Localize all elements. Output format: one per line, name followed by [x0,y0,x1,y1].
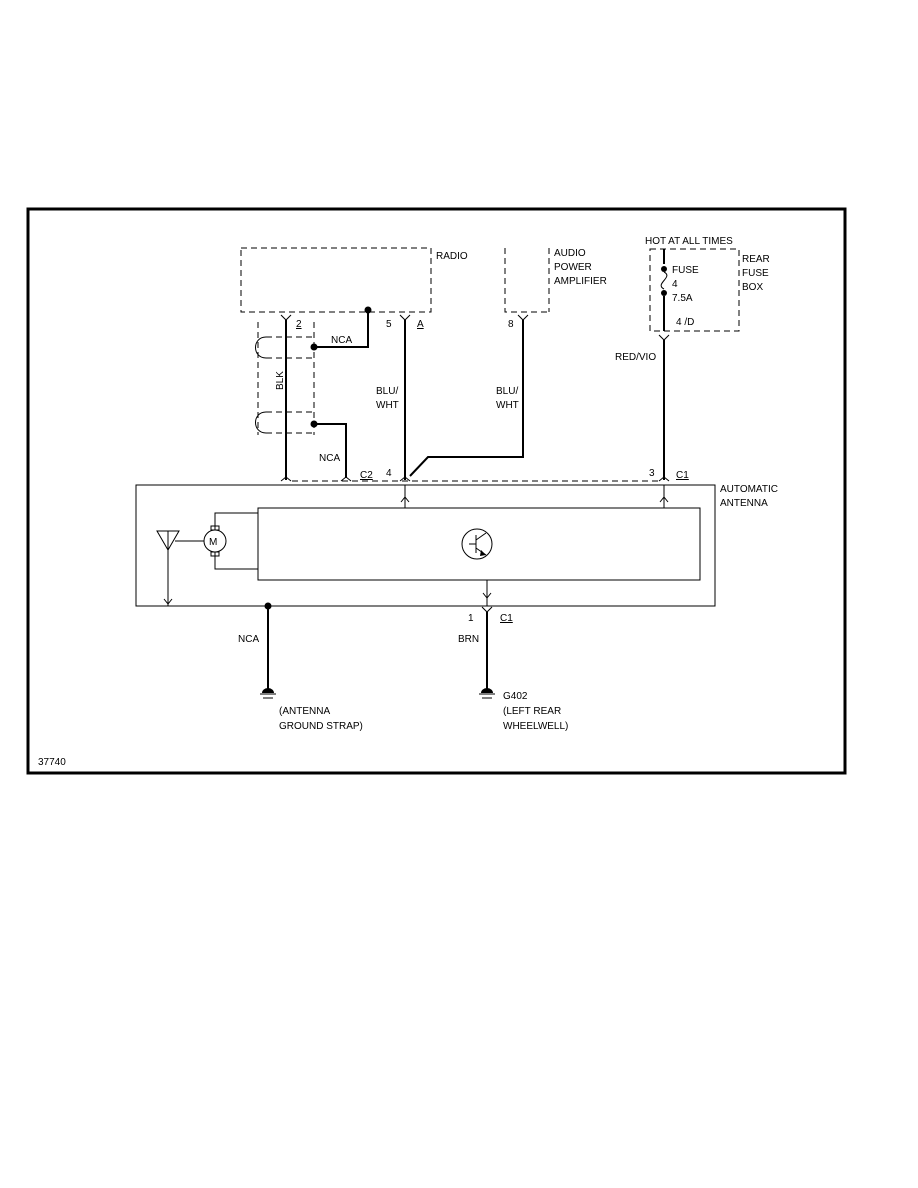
radio-pin-5: 5 [386,319,392,330]
wire-label-red-vio: RED/VIO [615,352,656,363]
hot-at-all-times-label: HOT AT ALL TIMES [645,236,733,247]
antenna-pin-1: 1 [468,613,474,624]
amplifier-component: AUDIO POWER AMPLIFIER [504,248,607,313]
ground-antenna-strap-label-1: (ANTENNA [279,706,330,717]
ground-g402-label: G402 [503,691,528,702]
wire-label-blu-wht-radio-2: WHT [376,400,399,411]
amplifier-label-line-1: AUDIO [554,248,586,259]
radio-connectors: 2 5 A [280,314,424,330]
radio-label: RADIO [436,251,468,262]
shielded-cable: BLK [255,322,315,435]
fuse-box-connector [658,334,670,341]
transistor-icon [461,528,493,560]
wire-label-nca-upper: NCA [331,335,352,346]
fuse-label: FUSE [672,265,699,276]
shield-drain-lower [314,423,347,478]
radio-connector-a: A [417,319,424,330]
automatic-antenna-module: AUTOMATIC ANTENNA M [135,484,778,607]
wire-blu-wht-amp [409,320,524,477]
wire-label-brn: BRN [458,634,479,645]
rear-fuse-box: HOT AT ALL TIMES REAR FUSE BOX FUSE 4 7.… [645,236,770,332]
ground-antenna-strap-icon [260,688,276,699]
ground-g402-desc-2: WHEELWELL) [503,721,568,732]
splice-radio [364,306,372,314]
radio-component: RADIO [240,247,468,313]
wire-label-nca-ground: NCA [238,634,259,645]
radio-pin-2: 2 [296,319,302,330]
amp-pin-8: 8 [508,319,514,330]
motor-label: M [209,537,217,548]
amplifier-connectors: 8 [508,314,529,330]
antenna-label-line-1: AUTOMATIC [720,484,778,495]
amp-pin-8-connector [517,314,529,321]
antenna-pin-1-connector [481,606,493,613]
amplifier-label-line-3: AMPLIFIER [554,276,607,287]
ground-g402-desc-1: (LEFT REAR [503,706,561,717]
antenna-control-module [257,507,701,581]
fuse-number: 4 [672,279,678,290]
wire-label-blu-wht-amp-2: WHT [496,400,519,411]
connector-c1-top: C1 [676,470,689,481]
fuse-box-label-line-1: REAR [742,254,770,265]
fuse-terminal-bottom [661,290,667,296]
fuse-box-terminal: 4 /D [676,317,694,328]
shield-drain-upper [314,310,369,348]
fuse-rating: 7.5A [672,293,693,304]
diagram-frame [26,207,847,775]
wire-label-blu-wht-amp-1: BLU/ [496,386,518,397]
wire-label-blk: BLK [275,371,286,390]
radio-pin-2-connector [280,314,292,321]
fuse-box-label-line-2: FUSE [742,268,769,279]
connector-c2: C2 [360,470,373,481]
splice-shield-lower [310,420,318,428]
antenna-pin-3-connector [658,476,670,482]
antenna-pin-4: 4 [386,468,392,479]
ground-g402-icon [479,688,495,699]
connector-c1-bottom: C1 [500,613,513,624]
antenna-pin-4-connector [399,476,411,482]
fuse-symbol [660,271,668,290]
fuse-terminal-top [661,266,667,272]
wire-label-blu-wht-radio-1: BLU/ [376,386,398,397]
fuse-box-label-line-3: BOX [742,282,763,293]
splice-shield-upper [310,343,318,351]
antenna-label-line-2: ANTENNA [720,498,768,509]
radio-pin-5-connector [399,314,411,321]
amplifier-label-line-2: POWER [554,262,592,273]
figure-id: 37740 [38,757,66,768]
antenna-pin-3: 3 [649,468,655,479]
ground-antenna-strap-label-2: GROUND STRAP) [279,721,363,732]
wire-label-nca-lower: NCA [319,453,340,464]
